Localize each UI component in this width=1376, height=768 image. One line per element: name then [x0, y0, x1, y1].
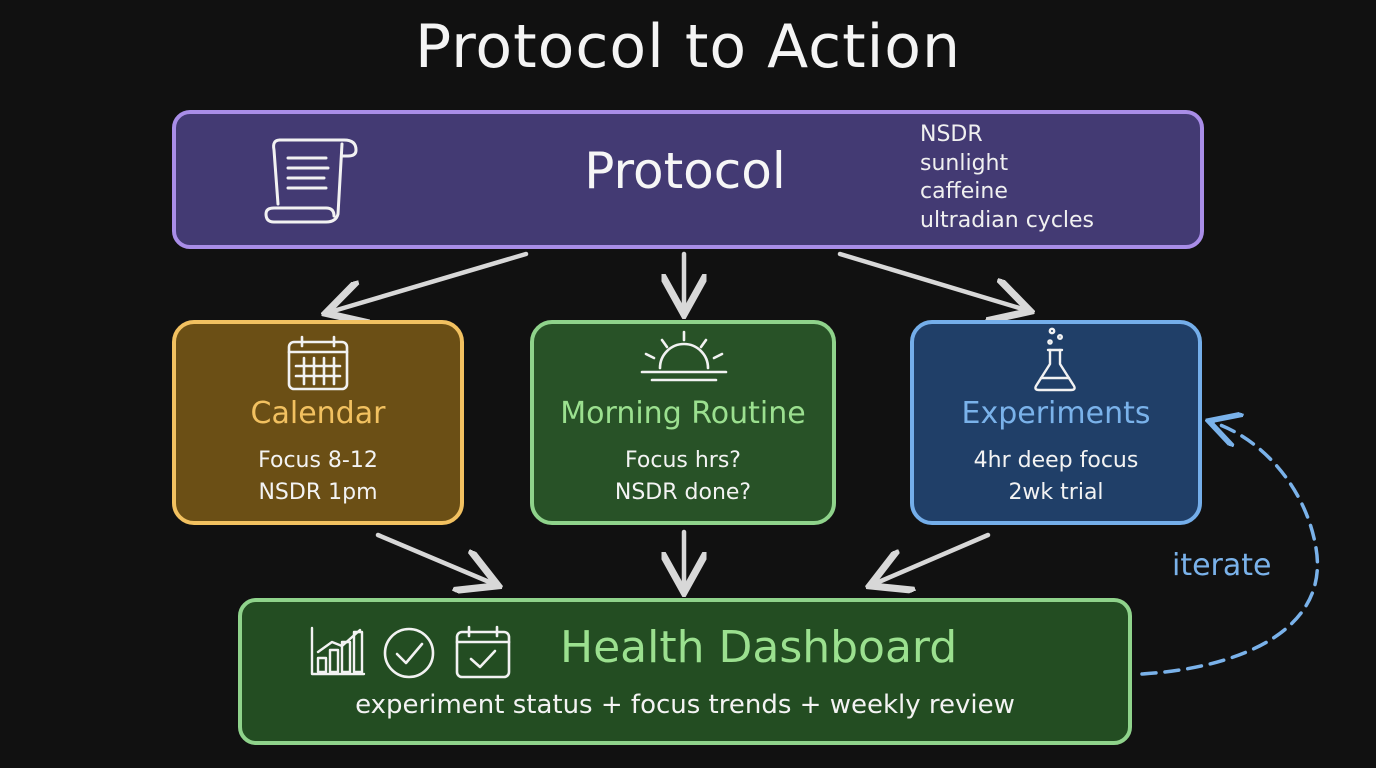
dashboard-subtitle: experiment status + focus trends + weekl… — [355, 690, 1015, 720]
experiments-card — [910, 320, 1202, 525]
protocol-item: ultradian cycles — [920, 207, 1095, 233]
routine-line: Focus hrs? — [625, 448, 741, 473]
dashboard-box — [238, 598, 1132, 745]
calendar-icon — [287, 335, 349, 391]
calendar-check-icon — [455, 625, 511, 679]
arrow-protocol-to-calendar — [330, 251, 529, 312]
check-circle-icon — [383, 627, 435, 679]
dashboard-title: Health Dashboard — [560, 622, 958, 673]
arrow-protocol-to-experiments — [837, 251, 1026, 310]
sunrise-icon — [640, 330, 728, 382]
routine-title: Morning Routine — [560, 396, 806, 431]
calendar-title: Calendar — [250, 396, 386, 431]
protocol-item: NSDR — [920, 122, 983, 147]
protocol-item: caffeine — [920, 179, 1008, 204]
arrow-experiments-to-dashboard — [874, 532, 991, 584]
calendar-card — [172, 320, 464, 525]
diagram-title: Protocol to Action — [414, 12, 962, 82]
experiments-title: Experiments — [961, 396, 1151, 431]
protocol-item: sunlight — [920, 150, 1009, 176]
iterate-loop-arrow — [1140, 422, 1320, 676]
bar-chart-icon — [310, 626, 366, 676]
flask-icon — [1034, 327, 1076, 392]
scroll-icon — [264, 138, 358, 224]
experiments-line: 2wk trial — [1008, 480, 1104, 505]
protocol-label: Protocol — [584, 142, 786, 200]
calendar-line: NSDR 1pm — [258, 480, 378, 505]
routine-line: NSDR done? — [614, 480, 752, 505]
calendar-line: Focus 8-12 — [258, 448, 378, 473]
protocol-items-list: NSDR sunlight caffeine ultradian cycles — [920, 121, 1094, 235]
routine-card — [530, 320, 836, 525]
experiments-line: 4hr deep focus — [973, 448, 1139, 473]
arrow-calendar-to-dashboard — [375, 532, 494, 584]
iterate-label: iterate — [1172, 548, 1272, 583]
protocol-box — [172, 110, 1204, 249]
